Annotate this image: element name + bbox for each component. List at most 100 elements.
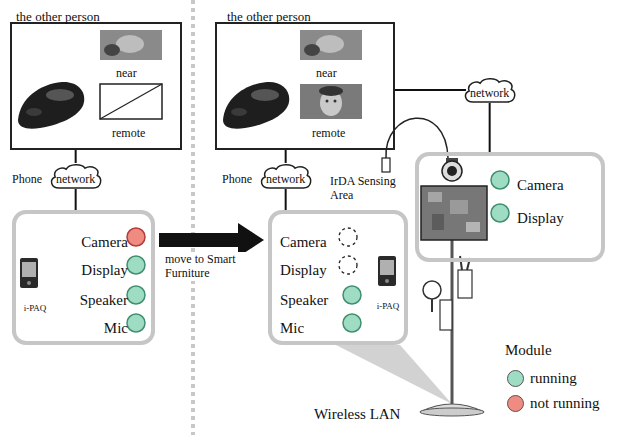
smart-furniture (420, 158, 487, 416)
text-slot: network (258, 168, 313, 187)
connector-line (75, 189, 77, 210)
network-cloud: network (258, 163, 313, 189)
status-circle (127, 314, 145, 332)
smart-furniture (458, 270, 472, 298)
node-text: network (266, 172, 305, 186)
wireless-beam (336, 345, 452, 404)
text-slot: Mic (16, 318, 128, 337)
near-video (116, 35, 144, 53)
text-slot: move to Smart Furniture (163, 252, 255, 282)
cloud-outline (262, 165, 311, 188)
status-circle (343, 314, 361, 332)
status-circle (491, 204, 509, 222)
smart-furniture (421, 186, 487, 240)
text-slot: Camera (280, 232, 346, 251)
node-text: network (470, 86, 509, 100)
arrow-label: move to Smart Furniture (163, 252, 255, 281)
network-cloud: network (48, 163, 103, 189)
node-text: i-PAQ (377, 301, 400, 312)
legend-text: not running (530, 395, 600, 412)
wireless-beam (336, 345, 452, 404)
network-cloud: network (462, 77, 517, 103)
text-slot: network (462, 82, 517, 101)
near-video (300, 30, 362, 60)
text-slot: Display (517, 208, 597, 227)
smart-furniture (431, 299, 433, 312)
text-slot: the other person (16, 6, 166, 25)
legend: running not running (505, 366, 600, 416)
node-text: network (56, 172, 95, 186)
smart-furniture (420, 408, 484, 416)
person-video (18, 82, 84, 129)
person-video (251, 89, 279, 101)
text-slot: network (48, 168, 103, 187)
text-slot: the other person (227, 6, 377, 25)
node-text: Display (517, 209, 564, 227)
connector-line (489, 103, 491, 152)
divider-line (191, 0, 195, 435)
node-text: the other person (227, 9, 311, 25)
smart-furniture (466, 222, 480, 232)
person-panel: the other person (10, 22, 182, 150)
node-text: Mic (280, 319, 304, 337)
node-text: Display (280, 261, 327, 279)
move-arrow (159, 233, 244, 247)
person-video (223, 82, 289, 129)
legend-swatch (507, 395, 524, 412)
smart-furniture (447, 166, 457, 176)
text-slot: Phone (12, 168, 42, 187)
ipaq-device (380, 260, 394, 275)
connector-line (395, 89, 466, 91)
irda-sensor (382, 158, 390, 172)
node-text: Camera (517, 176, 564, 194)
connector-line (285, 150, 287, 163)
ipaq-device (378, 256, 396, 286)
label-text: Phone (12, 172, 42, 186)
person-video (18, 82, 84, 129)
remote-empty-box (100, 84, 162, 119)
near-video (304, 44, 320, 56)
status-circle (127, 256, 145, 274)
ipaq-device (378, 256, 396, 286)
near-video (300, 30, 362, 60)
text-slot: Camera (517, 175, 597, 194)
text-slot: Display (16, 260, 128, 279)
person-video (46, 89, 74, 101)
remote-empty-box (100, 84, 162, 119)
module-box: CameraDisplaySpeakerMic i-PAQ (268, 210, 408, 345)
connector-line (75, 150, 77, 163)
status-circle (127, 286, 145, 304)
near-video (104, 44, 120, 56)
node-text: the other person (16, 9, 100, 25)
status-circle (339, 228, 357, 246)
label-text: Phone (222, 172, 252, 186)
text-slot: Display (280, 260, 346, 279)
near-video (100, 30, 162, 60)
legend-row: running (505, 366, 600, 391)
text-slot: Mic (280, 318, 346, 337)
text-slot: Wireless LAN (312, 404, 402, 423)
legend-swatch (507, 370, 524, 387)
person-video (223, 82, 289, 129)
smart-furniture (423, 281, 441, 299)
person-video (26, 108, 42, 116)
text-slot: remote (112, 122, 145, 141)
text-slot: near (316, 62, 337, 81)
remote-video (300, 84, 362, 119)
ipaq-device (22, 262, 36, 277)
smart-furniture (440, 300, 452, 330)
smart-furniture (428, 192, 442, 202)
text-slot: remote (312, 122, 345, 141)
remote-empty-box (100, 84, 162, 119)
status-circle (343, 286, 361, 304)
node-text: Speaker (280, 291, 328, 309)
label-text: remote (312, 126, 345, 140)
node-text: Mic (104, 319, 128, 337)
module-box: CameraDisplaySpeakerMici-PAQ (12, 210, 155, 345)
smart-furniture (450, 200, 468, 214)
text-slot: IrDA Sensing Area (330, 174, 402, 204)
node-text: Camera (81, 233, 128, 251)
near-video (316, 35, 344, 53)
smart-furniture (442, 161, 462, 181)
text-slot: Module (505, 340, 552, 359)
